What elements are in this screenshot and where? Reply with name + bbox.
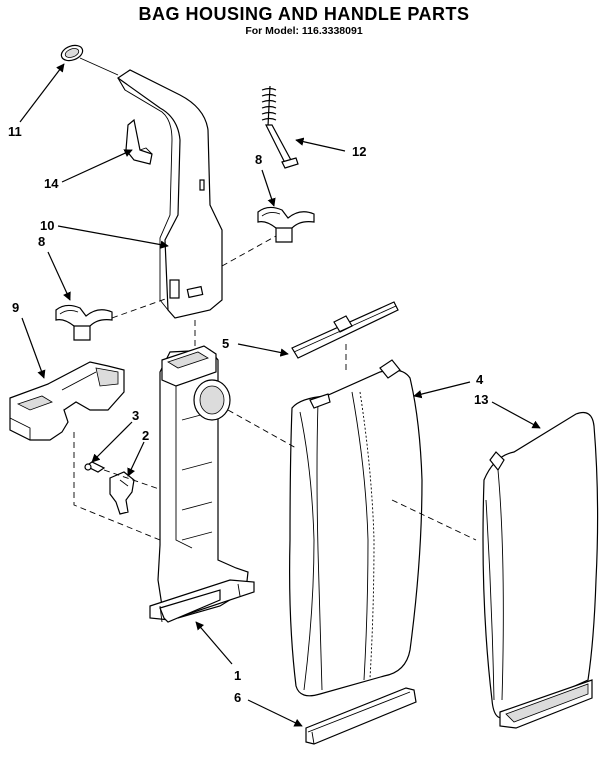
callout-labels: 11 14 10 8 9 12 8 5 4 13 3 2 1 6 — [8, 124, 488, 705]
part-2-latch — [109, 471, 135, 515]
part-10-upper-handle — [116, 69, 223, 319]
housing-to-bag-dashed-line — [227, 409, 297, 449]
callout-8-right: 8 — [255, 152, 262, 167]
part-1-bag-housing — [149, 345, 255, 623]
callout-12: 12 — [352, 144, 366, 159]
callout-11: 11 — [8, 124, 22, 139]
model-number: For Model: 116.3338091 — [245, 25, 363, 37]
part-5-bag-top-bracket — [291, 301, 399, 359]
clip-right-dashed-line — [221, 235, 277, 267]
callout-10: 10 — [40, 218, 54, 233]
callout-1: 1 — [234, 668, 241, 683]
part-8-cord-clip-right — [257, 206, 315, 243]
part-14-cord-hook — [125, 118, 153, 165]
part-6-bag-bottom-bracket — [305, 687, 417, 745]
bag-to-disposable-dashed-line — [391, 499, 477, 541]
bracket-dashed-line — [73, 432, 161, 541]
callout-14: 14 — [44, 176, 59, 191]
callout-3: 3 — [132, 408, 139, 423]
part-9-bag-support-bracket — [9, 361, 125, 441]
clip-left-dashed-line — [111, 297, 169, 319]
part-12-spring-rod — [261, 85, 299, 169]
callout-6: 6 — [234, 690, 241, 705]
callout-8-left: 8 — [38, 234, 45, 249]
callout-13: 13 — [474, 392, 488, 407]
part-4-outer-bag — [289, 359, 423, 697]
callout-9: 9 — [12, 300, 19, 315]
part-3-screw — [84, 461, 106, 473]
part-13-disposable-bag — [482, 411, 599, 729]
part-8-cord-clip-left — [55, 304, 113, 341]
callout-5: 5 — [222, 336, 229, 351]
leader-lines — [19, 63, 541, 727]
diagram-title: BAG HOUSING AND HANDLE PARTS — [138, 4, 470, 24]
callout-4: 4 — [476, 372, 484, 387]
part-11-handle-cap — [60, 44, 84, 62]
cap-alignment-line — [79, 57, 119, 76]
callout-2: 2 — [142, 428, 149, 443]
latch-dashed-line — [103, 469, 163, 491]
